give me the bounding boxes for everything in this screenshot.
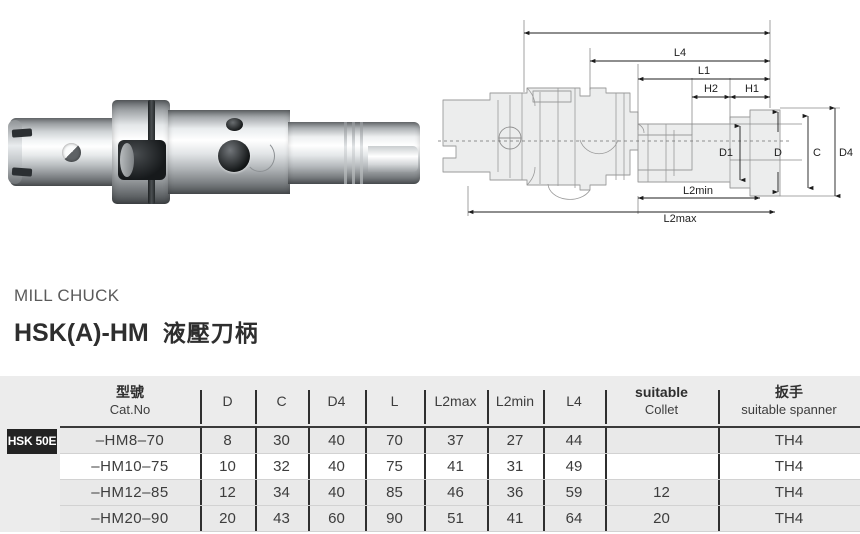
- body-pressure-screw-hole: [218, 140, 250, 172]
- cell-spanner: TH4: [718, 505, 860, 532]
- cell-spanner: TH4: [718, 427, 860, 454]
- cell-d: 20: [200, 505, 255, 532]
- header-l4: L4: [543, 376, 605, 428]
- cell-d: 10: [200, 453, 255, 480]
- header-c: C: [255, 376, 308, 428]
- header-l2max: L2max: [424, 376, 487, 428]
- header-l2min: L2min: [487, 376, 543, 428]
- header-collet-top: suitable: [635, 384, 688, 400]
- product-subtitle: MILL CHUCK: [14, 286, 120, 305]
- status-badge: HSK 50E: [7, 429, 57, 454]
- dimension-label-d: D: [774, 147, 782, 159]
- table-row[interactable]: –HM12–85 12 34 40 85 46 36 59 12 TH4: [0, 479, 860, 506]
- cell-d4: 40: [308, 427, 365, 454]
- flange-notch-highlight: [120, 143, 134, 177]
- dimension-label-h2: H2: [704, 83, 718, 95]
- cell-l4: 59: [543, 479, 605, 506]
- cell-l4: 64: [543, 505, 605, 532]
- dimension-label-c: C: [813, 147, 821, 159]
- header-d: D: [200, 376, 255, 428]
- cell-l4: 44: [543, 427, 605, 454]
- cell-c: 32: [255, 453, 308, 480]
- cell-l2min: 27: [487, 427, 543, 454]
- cell-d4: 60: [308, 505, 365, 532]
- body-contour-line: [245, 140, 275, 172]
- cell-l2min: 36: [487, 479, 543, 506]
- cell-l2max: 46: [424, 479, 487, 506]
- cell-c: 43: [255, 505, 308, 532]
- header-spanner-cjk: 扳手: [775, 384, 803, 400]
- table-body: HSK 50E –HM8–70 8 30 40 70 37 27 44 TH4 …: [0, 427, 860, 532]
- cell-l2max: 41: [424, 453, 487, 480]
- header-catno: 型號 Cat.No: [60, 376, 200, 428]
- shank-drive-slot-top: [11, 128, 33, 138]
- table-row[interactable]: –HM20–90 20 43 60 90 51 41 64 20 TH4: [0, 505, 860, 532]
- cell-l2min: 31: [487, 453, 543, 480]
- page-title: HSK(A)-HM 液壓刀柄: [14, 314, 434, 348]
- series-cell: [0, 453, 60, 480]
- cell-catno: –HM20–90: [60, 505, 200, 532]
- technical-drawing: L4 L1 H2 H1 L2min L2max D1 D: [430, 0, 860, 262]
- cell-l: 85: [365, 479, 424, 506]
- cell-l2max: 37: [424, 427, 487, 454]
- dimension-label-h1: H1: [745, 83, 759, 95]
- cell-catno: –HM8–70: [60, 427, 200, 454]
- cell-collet: 12: [605, 479, 718, 506]
- cell-d4: 40: [308, 453, 365, 480]
- dimension-label-l2max: L2max: [663, 213, 697, 225]
- cell-l2max: 51: [424, 505, 487, 532]
- cell-collet: 20: [605, 505, 718, 532]
- dimension-label-d1: D1: [719, 147, 733, 159]
- product-title-cjk: 液壓刀柄: [162, 320, 259, 346]
- table-row[interactable]: –HM10–75 10 32 40 75 41 31 49 TH4: [0, 453, 860, 480]
- shank-drive-slot-bottom: [11, 167, 33, 177]
- header-collet-bottom: Collet: [644, 402, 679, 417]
- cell-catno: –HM10–75: [60, 453, 200, 480]
- cell-l: 75: [365, 453, 424, 480]
- series-cell: HSK 50E: [0, 427, 60, 454]
- header-collet: suitable Collet: [605, 376, 718, 428]
- cell-collet: [605, 427, 718, 454]
- header-spanner: 扳手 suitable spanner: [718, 376, 860, 428]
- cell-l2min: 41: [487, 505, 543, 532]
- header-catno-cjk: 型號: [116, 384, 144, 400]
- nose-bore-taper: [368, 146, 418, 172]
- cell-d: 8: [200, 427, 255, 454]
- shank-coolant-hole: [62, 143, 81, 162]
- cell-collet: [605, 453, 718, 480]
- cell-l: 70: [365, 427, 424, 454]
- cell-l4: 49: [543, 453, 605, 480]
- product-title-en: HSK(A)-HM: [14, 319, 149, 347]
- dimension-label-l2min: L2min: [683, 185, 713, 197]
- header-spanner-en: suitable spanner: [741, 402, 837, 417]
- product-titles: MILL CHUCK HSK(A)-HM 液壓刀柄: [14, 286, 434, 348]
- nose-groove-3: [360, 122, 363, 184]
- specification-table: 型號 Cat.No D C D4 L: [0, 376, 860, 534]
- cell-d: 12: [200, 479, 255, 506]
- cell-c: 30: [255, 427, 308, 454]
- header-d4: D4: [308, 376, 365, 428]
- product-photo: [0, 0, 450, 204]
- cell-l: 90: [365, 505, 424, 532]
- table-header-row: 型號 Cat.No D C D4 L: [0, 376, 860, 428]
- cell-c: 34: [255, 479, 308, 506]
- header-catno-en: Cat.No: [109, 402, 151, 417]
- cell-spanner: TH4: [718, 479, 860, 506]
- dimension-label-d4: D4: [839, 147, 853, 159]
- series-cell: [0, 505, 60, 532]
- cell-catno: –HM12–85: [60, 479, 200, 506]
- body-set-screw-hole: [226, 118, 243, 131]
- nose-groove-2: [352, 122, 355, 184]
- dimension-label-l4: L4: [674, 47, 686, 59]
- header-series-corner: [0, 376, 60, 427]
- table-row[interactable]: HSK 50E –HM8–70 8 30 40 70 37 27 44 TH4: [0, 427, 860, 454]
- header-l: L: [365, 376, 424, 428]
- cell-d4: 40: [308, 479, 365, 506]
- series-cell: [0, 479, 60, 506]
- nose-groove-1: [344, 122, 347, 184]
- cell-spanner: TH4: [718, 453, 860, 480]
- dimension-label-l1: L1: [698, 65, 710, 77]
